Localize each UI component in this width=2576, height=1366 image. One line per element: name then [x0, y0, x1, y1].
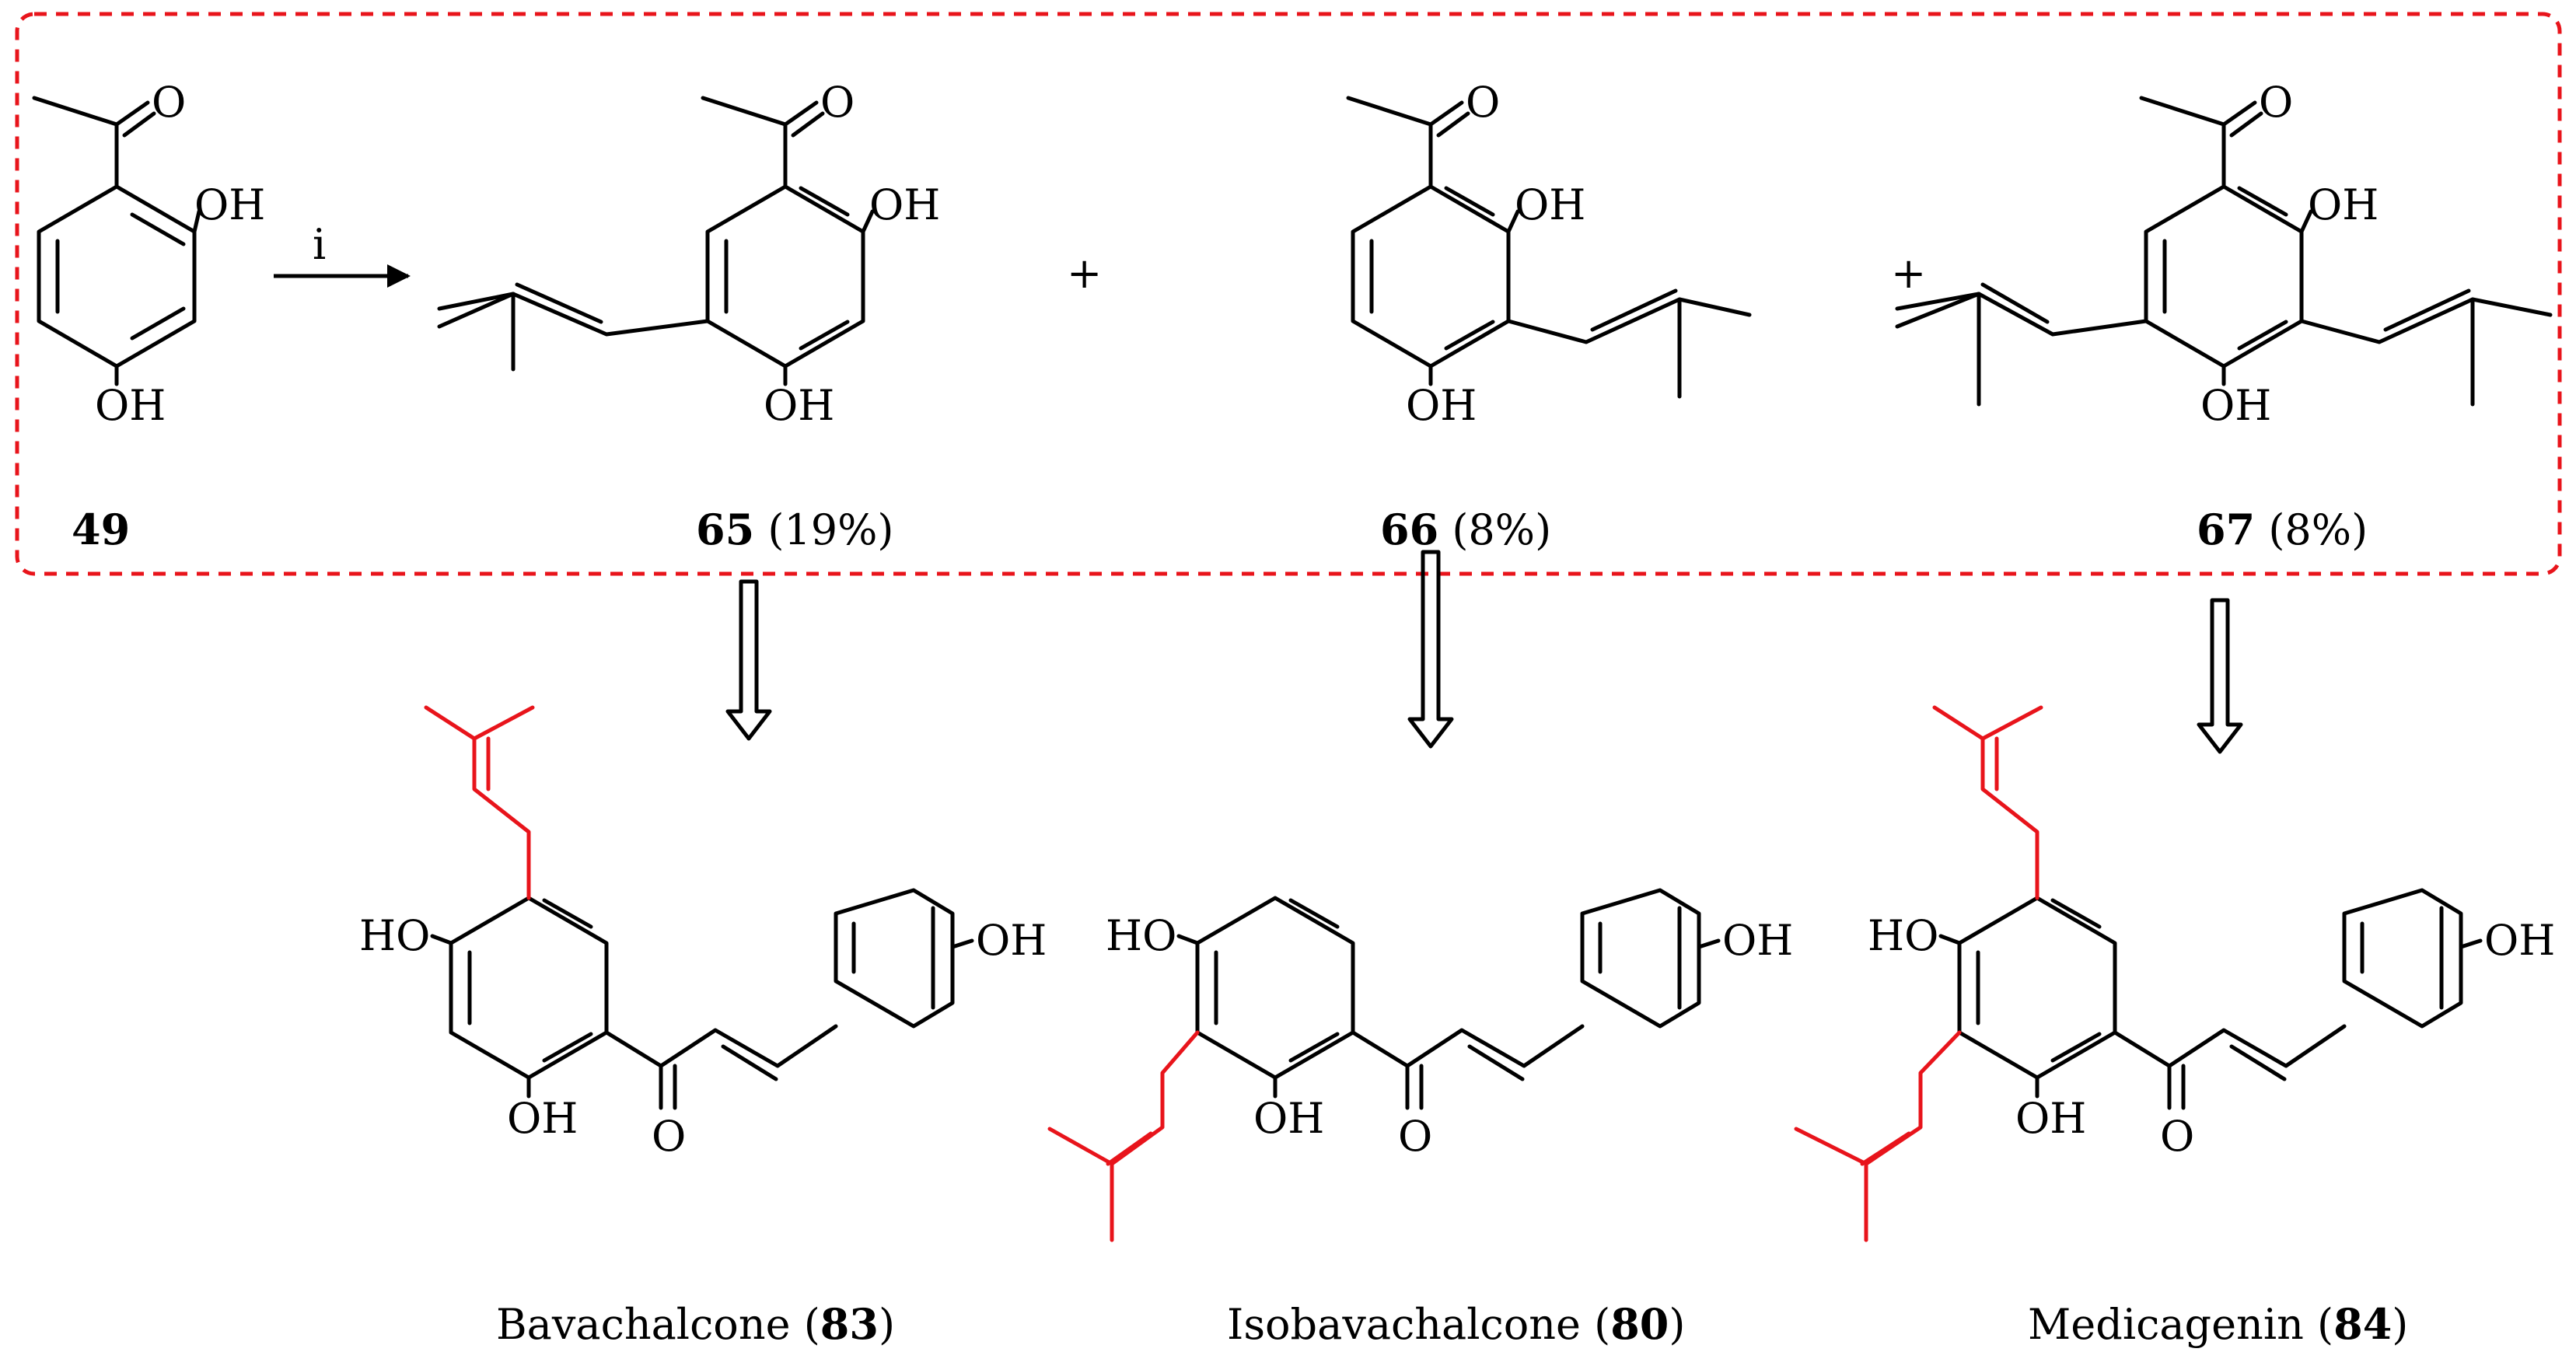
compound-49-structure: O OH OH: [32, 78, 265, 430]
compound-name-bavachalcone: Bavachalcone (83): [496, 1299, 895, 1349]
compound-67-structure: O OH OH: [1895, 78, 2553, 430]
atom-oh: OH: [1722, 916, 1793, 965]
compound-name-isobavachalcone: Isobavachalcone (80): [1227, 1299, 1685, 1349]
plus-sign: +: [1067, 249, 1102, 298]
reagent-label: i: [313, 220, 326, 269]
compound-number-49: 49: [72, 505, 130, 554]
compound-66-structure: O OH OH: [1346, 78, 1752, 430]
atom-oh: OH: [2015, 1094, 2086, 1143]
dashed-box: [15, 12, 2562, 576]
plus-sign: +: [1891, 249, 1926, 298]
atom-o: O: [1398, 1112, 1432, 1161]
atom-oh: OH: [764, 381, 834, 430]
atom-ho: HO: [359, 911, 430, 960]
compound-name-medicagenin: Medicagenin (84): [2028, 1299, 2408, 1349]
atom-oh: OH: [1253, 1094, 1324, 1143]
atom-o: O: [152, 78, 186, 127]
atom-o: O: [2259, 78, 2293, 127]
atom-oh: OH: [976, 916, 1047, 965]
retro-arrow-1: [725, 579, 772, 741]
atom-oh: OH: [2200, 381, 2271, 430]
atom-oh: OH: [2308, 180, 2379, 229]
atom-oh: OH: [2484, 916, 2555, 965]
atom-oh: OH: [1406, 381, 1477, 430]
atom-oh: OH: [194, 180, 265, 229]
compound-label-66: 66 (8%): [1380, 505, 1551, 554]
atom-oh: OH: [869, 180, 940, 229]
compound-65-structure: O OH OH: [437, 78, 940, 430]
medicagenin-structure: HO OH O OH: [1794, 705, 2555, 1242]
atom-o: O: [820, 78, 855, 127]
atom-ho: HO: [1868, 911, 1938, 960]
atom-ho: HO: [1106, 911, 1176, 960]
isobavachalcone-structure: HO OH O OH: [1047, 888, 1793, 1242]
atom-o: O: [2160, 1112, 2194, 1161]
retro-arrow-2: [1407, 550, 1454, 749]
bavachalcone-structure: HO OH O OH: [359, 705, 1047, 1161]
atom-o: O: [652, 1112, 686, 1161]
atom-o: O: [1466, 78, 1500, 127]
retro-arrow-3: [2197, 598, 2243, 754]
atom-oh: OH: [1515, 180, 1585, 229]
compound-label-65: 65 (19%): [696, 505, 894, 554]
atom-oh: OH: [507, 1094, 578, 1143]
compound-label-67: 67 (8%): [2197, 505, 2368, 554]
atom-oh: OH: [95, 381, 166, 430]
